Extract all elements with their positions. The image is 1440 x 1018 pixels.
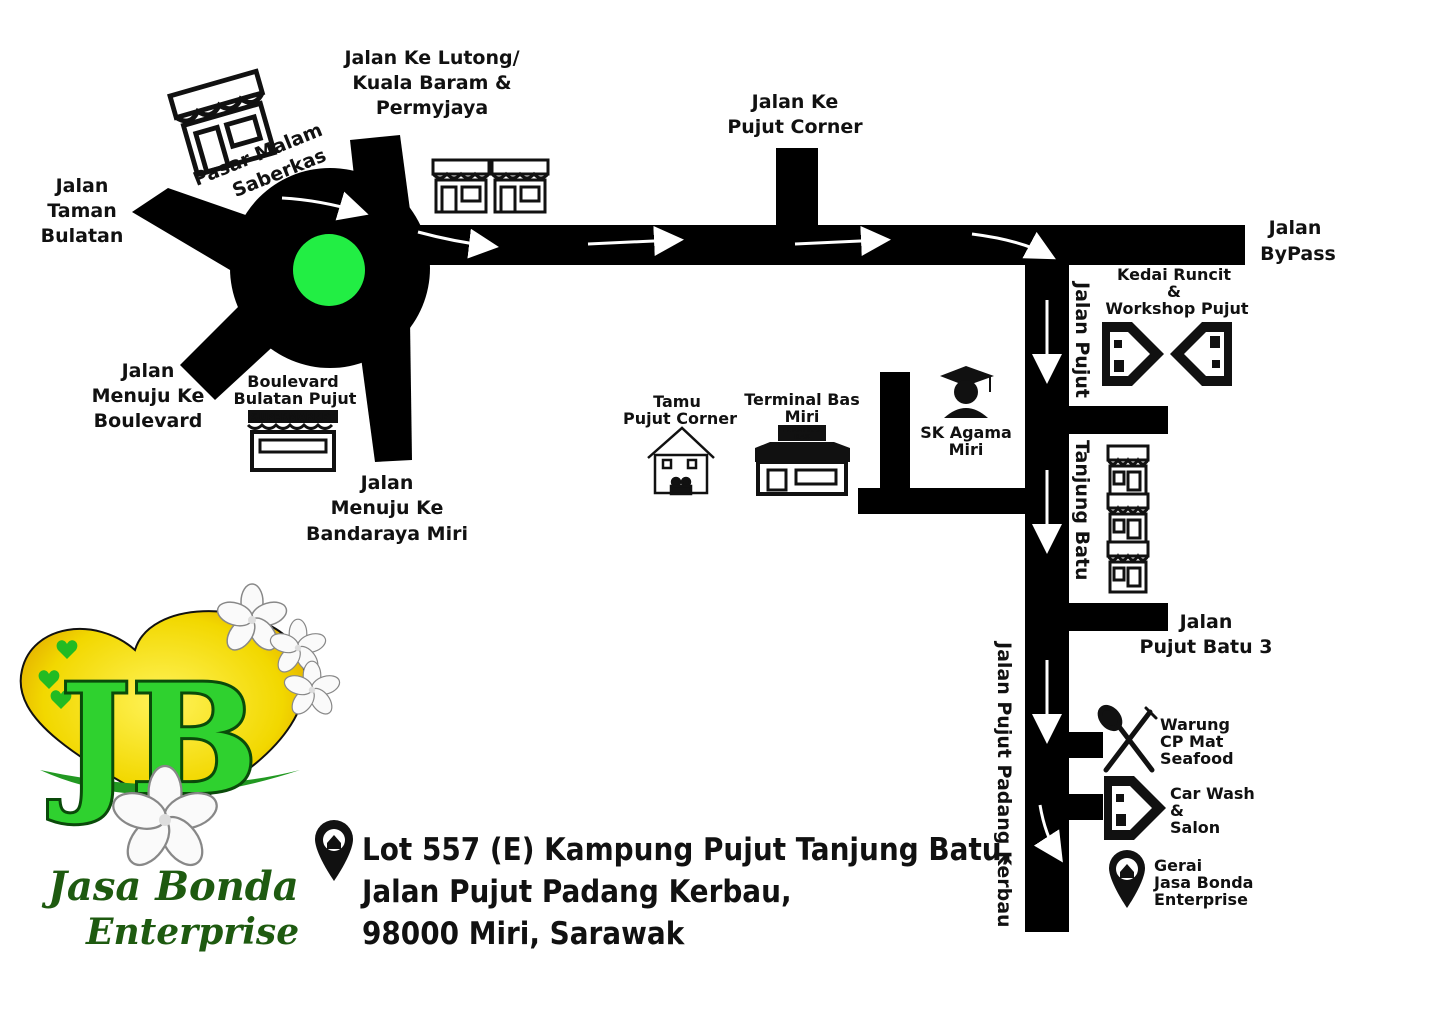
svg-text:&: & bbox=[1170, 801, 1184, 820]
road-label-pujut-batu-3: Jalan Pujut Batu 3 bbox=[1140, 611, 1273, 658]
svg-text:Menuju Ke: Menuju Ke bbox=[331, 497, 444, 519]
svg-text:SK Agama: SK Agama bbox=[920, 423, 1012, 442]
svg-text:Jalan Ke Lutong/: Jalan Ke Lutong/ bbox=[342, 47, 519, 69]
svg-text:Jasa Bonda: Jasa Bonda bbox=[41, 863, 299, 910]
shop-icon bbox=[1106, 540, 1150, 594]
fork-knife-icon bbox=[1097, 704, 1158, 773]
svg-text:Boulevard: Boulevard bbox=[247, 372, 338, 391]
svg-text:Jasa Bonda: Jasa Bonda bbox=[1153, 873, 1253, 892]
house-icon bbox=[647, 426, 715, 496]
kedai-runcit-label: Kedai Runcit & Workshop Pujut bbox=[1105, 265, 1249, 318]
address-pin-icon bbox=[315, 820, 353, 881]
road-label-lutong: Jalan Ke Lutong/ Kuala Baram & Permyjaya bbox=[342, 47, 519, 119]
svg-text:Terminal Bas: Terminal Bas bbox=[744, 390, 859, 409]
house-icon bbox=[1102, 322, 1164, 386]
house-icon bbox=[1170, 322, 1232, 386]
sk-agama-label: SK Agama Miri bbox=[920, 423, 1012, 459]
svg-text:CP Mat: CP Mat bbox=[1160, 732, 1224, 751]
svg-text:Jalan Ke: Jalan Ke bbox=[750, 91, 839, 113]
house-icon bbox=[1104, 776, 1166, 840]
graduate-icon bbox=[940, 366, 994, 418]
roundabout-center bbox=[293, 234, 365, 306]
svg-text:Jalan: Jalan bbox=[359, 472, 414, 494]
shop-icon bbox=[490, 158, 550, 214]
svg-text:Gerai: Gerai bbox=[1154, 856, 1202, 875]
terminal-bas-label: Terminal Bas Miri bbox=[744, 390, 859, 426]
svg-text:Enterprise: Enterprise bbox=[85, 911, 299, 953]
svg-text:SUPERMARKET: SUPERMARKET bbox=[251, 412, 335, 423]
svg-text:Taman: Taman bbox=[47, 200, 116, 222]
svg-text:Kuala Baram &: Kuala Baram & bbox=[352, 72, 511, 94]
gerai-label: Gerai Jasa Bonda Enterprise bbox=[1153, 856, 1253, 909]
svg-text:Car Wash: Car Wash bbox=[1170, 784, 1255, 803]
road-label-bandaraya: Jalan Menuju Ke Bandaraya Miri bbox=[306, 472, 468, 545]
svg-text:ByPass: ByPass bbox=[1260, 243, 1336, 265]
svg-text:Pujut Corner: Pujut Corner bbox=[727, 116, 863, 138]
svg-text:Bulatan Pujut: Bulatan Pujut bbox=[234, 389, 357, 408]
svg-text:Lot 557 (E) Kampung Pujut Tanj: Lot 557 (E) Kampung Pujut Tanjung Batu, bbox=[362, 832, 1012, 868]
svg-text:Jalan Pujut Padang Kerbau,: Jalan Pujut Padang Kerbau, bbox=[360, 874, 792, 910]
svg-text:Jalan: Jalan bbox=[1178, 611, 1233, 633]
svg-text:98000 Miri, Sarawak: 98000 Miri, Sarawak bbox=[362, 916, 686, 952]
svg-text:Jalan: Jalan bbox=[1267, 217, 1322, 239]
road-label-pujut-corner: Jalan Ke Pujut Corner bbox=[727, 91, 863, 138]
company-logo: JB Jasa Bonda Enterprise bbox=[19, 583, 343, 953]
svg-text:Menuju Ke: Menuju Ke bbox=[92, 385, 205, 407]
road-label-bypass: Jalan ByPass bbox=[1260, 217, 1336, 265]
road-label-taman-bulatan: Jalan Taman Bulatan bbox=[41, 175, 124, 247]
svg-text:&: & bbox=[1167, 282, 1181, 301]
svg-text:Pujut Batu 3: Pujut Batu 3 bbox=[1140, 636, 1273, 658]
supermarket-icon: SUPERMARKET bbox=[246, 410, 338, 472]
svg-text:Bulatan: Bulatan bbox=[41, 225, 124, 247]
shop-icon bbox=[1106, 492, 1150, 546]
svg-text:Miri: Miri bbox=[785, 407, 820, 426]
svg-text:TERMINAL: TERMINAL bbox=[782, 426, 823, 434]
svg-text:Kedai Runcit: Kedai Runcit bbox=[1117, 265, 1231, 284]
shop-icon bbox=[431, 158, 491, 214]
svg-text:Permyjaya: Permyjaya bbox=[376, 97, 488, 119]
svg-text:Boulevard: Boulevard bbox=[94, 410, 203, 432]
shop-icon bbox=[1106, 444, 1150, 498]
road-label-boulevard: Jalan Menuju Ke Boulevard bbox=[92, 360, 205, 432]
svg-text:Tamu: Tamu bbox=[653, 392, 701, 411]
car-wash-label: Car Wash & Salon bbox=[1170, 784, 1255, 837]
svg-text:Warung: Warung bbox=[1160, 715, 1230, 734]
svg-text:Workshop Pujut: Workshop Pujut bbox=[1105, 299, 1249, 318]
svg-text:Pujut Corner: Pujut Corner bbox=[623, 409, 737, 428]
svg-text:Jalan: Jalan bbox=[54, 175, 109, 197]
svg-text:Miri: Miri bbox=[949, 440, 984, 459]
svg-text:Salon: Salon bbox=[1170, 818, 1220, 837]
bus-terminal-icon: TERMINAL BAS bbox=[755, 425, 850, 496]
direction-arrows bbox=[281, 191, 1107, 887]
tamu-label: Tamu Pujut Corner bbox=[623, 392, 737, 428]
svg-text:BAS: BAS bbox=[794, 433, 810, 441]
svg-text:Jalan: Jalan bbox=[120, 360, 175, 382]
warung-label: Warung CP Mat Seafood bbox=[1160, 715, 1234, 768]
location-pin-icon bbox=[1109, 850, 1145, 908]
svg-text:Bandaraya Miri: Bandaraya Miri bbox=[306, 523, 468, 545]
address-block: Lot 557 (E) Kampung Pujut Tanjung Batu, … bbox=[360, 832, 1012, 952]
road-label-jalan-pujut: Jalan Pujut bbox=[1071, 280, 1093, 398]
svg-text:Seafood: Seafood bbox=[1160, 749, 1234, 768]
road-label-tanjung-batu: Tanjung Batu bbox=[1071, 440, 1093, 581]
road-label-padang-kerbau: Jalan Pujut Padang Kerbau bbox=[993, 640, 1015, 928]
svg-text:Enterprise: Enterprise bbox=[1154, 890, 1248, 909]
boulevard-label: Boulevard Bulatan Pujut bbox=[234, 372, 357, 408]
